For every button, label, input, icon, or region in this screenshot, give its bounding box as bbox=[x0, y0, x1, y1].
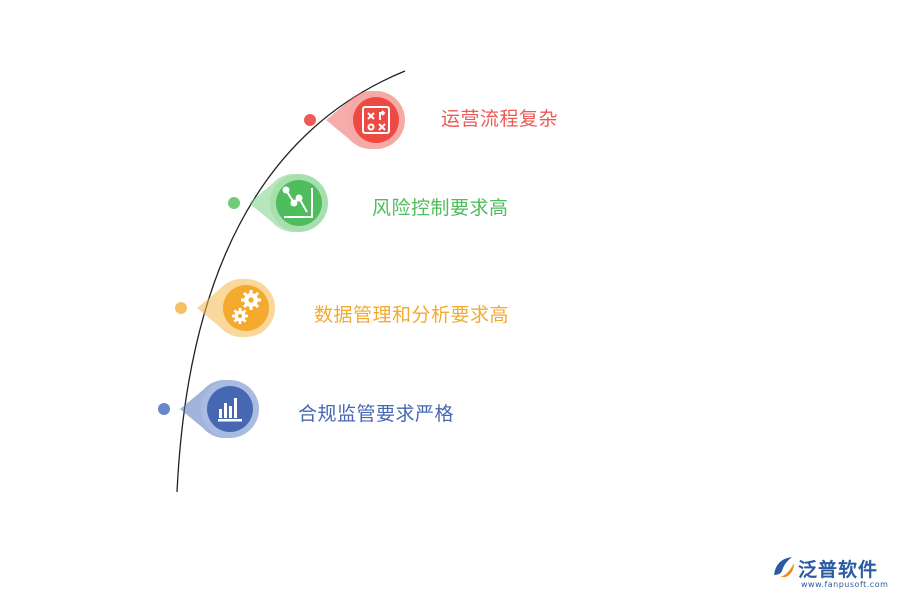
arc-dot-3 bbox=[175, 302, 187, 314]
item-marker-3 bbox=[175, 278, 275, 337]
item-label-2: 风险控制要求高 bbox=[372, 197, 509, 219]
item-label-3: 数据管理和分析要求高 bbox=[314, 304, 510, 326]
fanpu-logo-icon bbox=[774, 557, 794, 577]
line-chart-icon bbox=[282, 186, 313, 218]
item-label-1: 运营流程复杂 bbox=[441, 108, 559, 130]
item-marker-4 bbox=[158, 379, 259, 438]
item-label-4: 合规监管要求严格 bbox=[298, 403, 455, 425]
arc-dot-1 bbox=[304, 114, 316, 126]
item-marker-2 bbox=[228, 174, 328, 232]
brand-logo: 泛普软件 www.fanpusoft.com bbox=[770, 553, 895, 595]
task-board-icon bbox=[362, 106, 390, 134]
bar-chart-icon bbox=[218, 398, 242, 422]
arc-dot-2 bbox=[228, 197, 240, 209]
logo-name: 泛普软件 bbox=[798, 559, 879, 581]
logo-url: www.fanpusoft.com bbox=[801, 580, 889, 589]
item-marker-1 bbox=[304, 90, 405, 149]
gears-icon bbox=[232, 290, 261, 324]
arc-dot-4 bbox=[158, 403, 170, 415]
